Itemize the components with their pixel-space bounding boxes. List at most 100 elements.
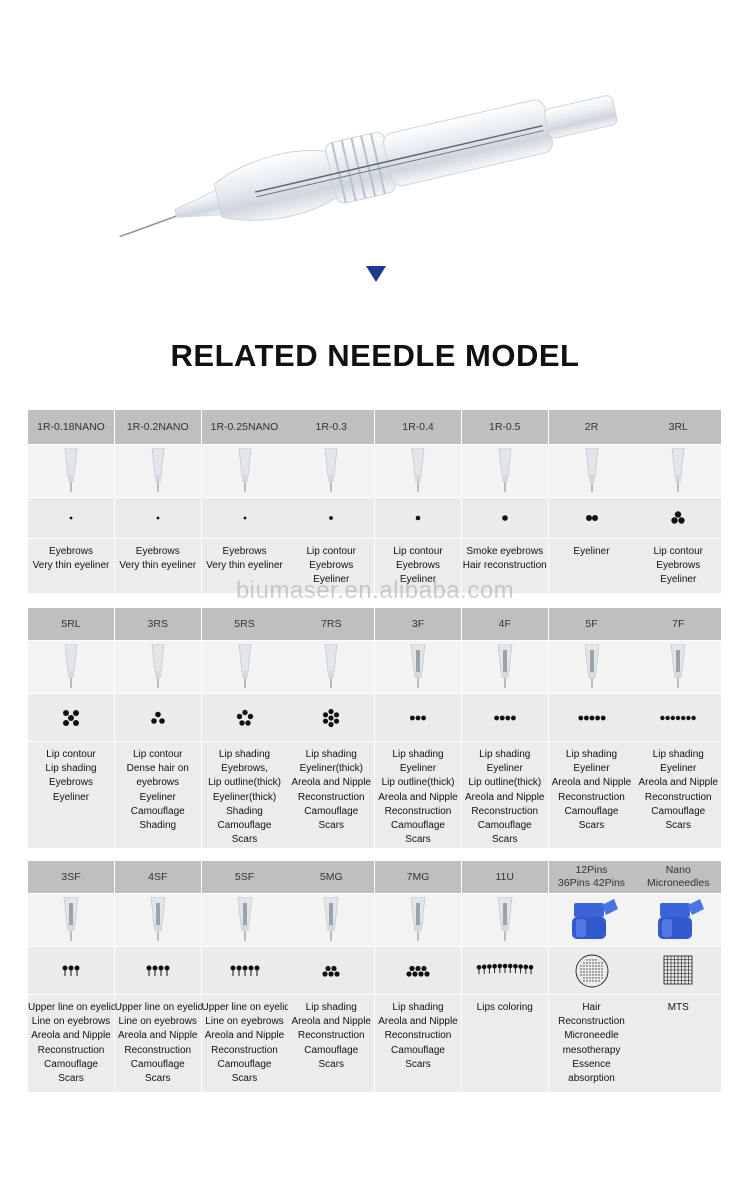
usage-text: Eyebrows: [396, 560, 440, 572]
needle-configuration-diagram: [461, 498, 548, 538]
needle-tip-image: [375, 894, 461, 946]
usage-text: Scars: [144, 1073, 171, 1085]
usage-text: Camouflage: [564, 805, 619, 817]
image-row: [28, 445, 722, 497]
microneedle-cartridge-image: [548, 894, 635, 946]
usage-text: Scars: [318, 1058, 345, 1070]
needle-tip-image: [288, 894, 375, 946]
usage-text: Scars: [58, 1073, 84, 1085]
usage-text: Lip outline(thick): [468, 777, 542, 789]
needle-configuration-diagram: [548, 947, 635, 994]
usage-text: Eyeliner: [660, 763, 697, 775]
usage-text: Eyeliner(thick): [212, 791, 277, 803]
needle-model-header: Nano Microneedles: [635, 861, 722, 893]
usage-text: mesotherapy: [562, 1044, 621, 1056]
needle-configuration-diagram: [375, 694, 461, 741]
needle-model-name: 4F: [498, 617, 511, 630]
configuration-row: [28, 694, 722, 741]
usage-text: Lip shading: [392, 749, 444, 760]
usage-text: Lip shading: [305, 1002, 357, 1013]
usage-text: Reconstruction: [384, 1030, 452, 1042]
needle-tip-image: [635, 445, 722, 497]
usage-text: Eyeliner: [52, 791, 90, 803]
usage-text: Eyeliner: [399, 763, 437, 775]
needle-model-name: 1R-0.18NANO: [37, 420, 105, 433]
usage-text: Reconstruction: [558, 791, 625, 803]
usage-text: Scars: [665, 820, 692, 832]
usage-text: Areola and Nipple: [291, 1016, 372, 1028]
usage-text: Camouflage: [477, 820, 532, 832]
configuration-row: [28, 947, 722, 994]
usage-text: Eyeliner: [486, 763, 523, 775]
usage-text: Camouflage: [130, 805, 185, 817]
needle-usage-list: Lips coloring: [461, 995, 548, 1092]
needle-model-header: 1R-0.3: [288, 410, 375, 444]
usage-text: Lip shading: [45, 763, 97, 775]
usage-text: Lip contour: [306, 546, 356, 557]
needle-tip-image: [375, 445, 461, 497]
needle-model-name: 11U: [495, 870, 514, 883]
usage-text: Line on eyebrows: [31, 1016, 111, 1028]
needle-model-header: 5MG: [288, 861, 375, 893]
needle-configuration-diagram: [288, 694, 375, 741]
needle-configuration-diagram: [288, 947, 375, 994]
usage-text: Camouflage: [651, 805, 706, 817]
usage-text: Very thin eyeliner: [119, 560, 197, 572]
needle-tip-image: [201, 641, 288, 693]
usage-text: Areola and Nipple: [204, 1030, 285, 1042]
usage-text: Camouflage: [391, 820, 445, 832]
image-row: [28, 894, 722, 946]
needle-model-name: 1R-0.3: [315, 420, 347, 433]
needle-model-header: 1R-0.25NANO: [201, 410, 288, 444]
usage-text: Lip contour: [46, 749, 96, 760]
needle-model-header: 11U: [461, 861, 548, 893]
usage-text: Reconstruction: [124, 1044, 192, 1056]
needle-configuration-diagram: [375, 498, 461, 538]
needle-model-header: 2R: [548, 410, 635, 444]
needle-configuration-diagram: [548, 694, 635, 741]
needle-configuration-diagram: [114, 947, 201, 994]
needle-model-header: 4SF: [114, 861, 201, 893]
usage-text: Reconstruction: [37, 1044, 105, 1056]
configuration-row: [28, 498, 722, 538]
needle-model-name: 3RL: [668, 420, 688, 433]
usage-text: Camouflage: [44, 1058, 98, 1070]
needle-model-name: 5RL: [61, 617, 81, 630]
needle-model-name: 5F: [585, 617, 598, 630]
usage-text: Areola and Nipple: [465, 791, 545, 803]
usage-text: Camouflage: [304, 805, 359, 817]
needle-model-name: 5MG: [319, 870, 343, 883]
usage-text: Shading: [139, 820, 177, 832]
needle-model-name: 7RS: [321, 617, 342, 630]
usage-text: Scars: [231, 834, 258, 846]
usage-text: Hair reconstruction: [462, 560, 547, 572]
usage-text: Camouflage: [391, 1044, 445, 1056]
needle-model-header: 4F: [461, 608, 548, 640]
usage-text: Lip contour: [133, 749, 183, 760]
usage-text: Upper line on eyelid: [201, 1002, 290, 1013]
needle-configuration-diagram: [28, 498, 114, 538]
usage-text: MTS: [667, 1002, 689, 1013]
usage-text: Upper line on eyelid: [114, 1002, 204, 1013]
usage-text: Reconstruction: [297, 1030, 365, 1042]
needle-configuration-diagram: [635, 947, 722, 994]
needle-configuration-diagram: [635, 498, 722, 538]
needle-model-header: 3SF: [28, 861, 114, 893]
usage-text: Eyebrows: [49, 546, 93, 557]
